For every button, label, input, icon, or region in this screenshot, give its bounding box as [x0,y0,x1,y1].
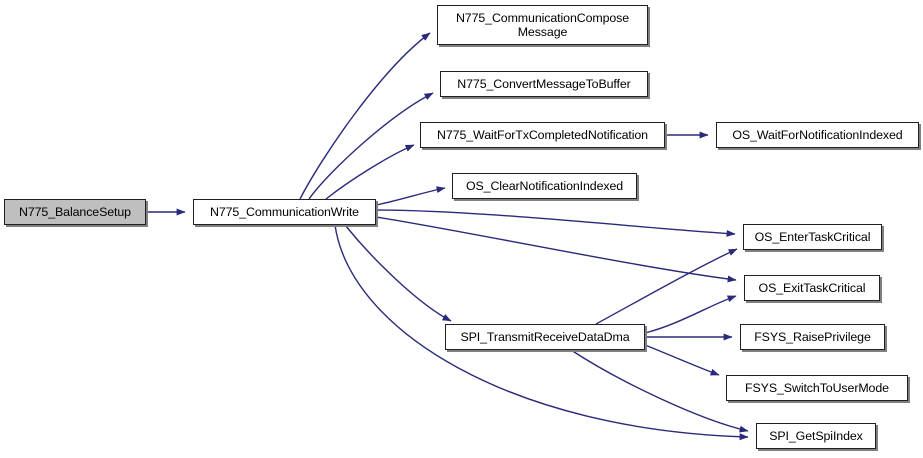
edge-n775_communicationwrite-to-n775_convertmessagetobuffer [308,92,434,200]
node-label-spi_getspiindex: SPI_GetSpiIndex [769,429,863,443]
edge-spi_transmitreceivedatadma-to-os_entertaskcritical [595,248,738,325]
node-label-n775_balancesetup: N775_BalanceSetup [19,205,131,219]
node-label-spi_transmitreceivedatadma: SPI_TransmitReceiveDataDma [460,330,630,344]
edge-n775_communicationwrite-to-os_clearnotificationindexed [375,186,446,206]
node-label-os_entertaskcritical: OS_EnterTaskCritical [754,230,871,244]
node-fsys_switchtousermode[interactable]: FSYS_SwitchToUserMode [726,375,908,401]
node-label-fsys_raiseprivilege: FSYS_RaisePrivilege [754,330,871,344]
node-label-n775_communicationwrite: N775_CommunicationWrite [210,205,359,219]
edge-spi_transmitreceivedatadma-to-os_exittaskcritical [644,295,737,334]
node-label-os_waitfornotificationindexed: OS_WaitForNotificationIndexed [732,128,903,142]
edge-n775_communicationwrite-to-n775_waitfortxcompletednotification [325,144,415,200]
node-n775_communicationwrite[interactable]: N775_CommunicationWrite [193,199,376,225]
node-n775_balancesetup[interactable]: N775_BalanceSetup [4,199,146,225]
edge-n775_communicationwrite-to-spi_transmitreceivedatadma [344,224,452,322]
node-n775_waitfortxcompletednotification[interactable]: N775_WaitForTxCompletedNotification [420,122,665,148]
edge-n775_communicationwrite-to-os_exittaskcritical [375,216,737,283]
edge-spi_transmitreceivedatadma-to-spi_getspiindex [570,349,749,433]
edge-n775_communicationwrite-to-os_entertaskcritical [375,209,736,237]
node-label-os_exittaskcritical: OS_ExitTaskCritical [758,281,866,295]
edge-n775_communicationwrite-to-n775_communicationcomposemessage [299,32,431,200]
node-os_waitfornotificationindexed[interactable]: OS_WaitForNotificationIndexed [716,122,919,148]
edge-spi_transmitreceivedatadma-to-fsys_switchtousermode [644,344,720,376]
node-n775_communicationcomposemessage[interactable]: N775_CommunicationCompose Message [437,5,648,45]
node-label-os_clearnotificationindexed: OS_ClearNotificationIndexed [465,179,624,193]
node-label-n775_waitfortxcompletednotification: N775_WaitForTxCompletedNotification [437,128,648,142]
node-label-n775_convertmessagetobuffer: N775_ConvertMessageToBuffer [457,77,631,91]
node-label-n775_communicationcomposemessage: N775_CommunicationCompose Message [455,11,630,39]
node-spi_getspiindex[interactable]: SPI_GetSpiIndex [756,423,876,449]
node-os_entertaskcritical[interactable]: OS_EnterTaskCritical [743,224,882,250]
node-label-fsys_switchtousermode: FSYS_SwitchToUserMode [745,381,889,395]
node-spi_transmitreceivedatadma[interactable]: SPI_TransmitReceiveDataDma [445,324,645,350]
node-os_clearnotificationindexed[interactable]: OS_ClearNotificationIndexed [452,173,637,199]
node-os_exittaskcritical[interactable]: OS_ExitTaskCritical [744,275,880,301]
node-n775_convertmessagetobuffer[interactable]: N775_ConvertMessageToBuffer [440,71,648,97]
node-fsys_raiseprivilege[interactable]: FSYS_RaisePrivilege [740,324,885,350]
